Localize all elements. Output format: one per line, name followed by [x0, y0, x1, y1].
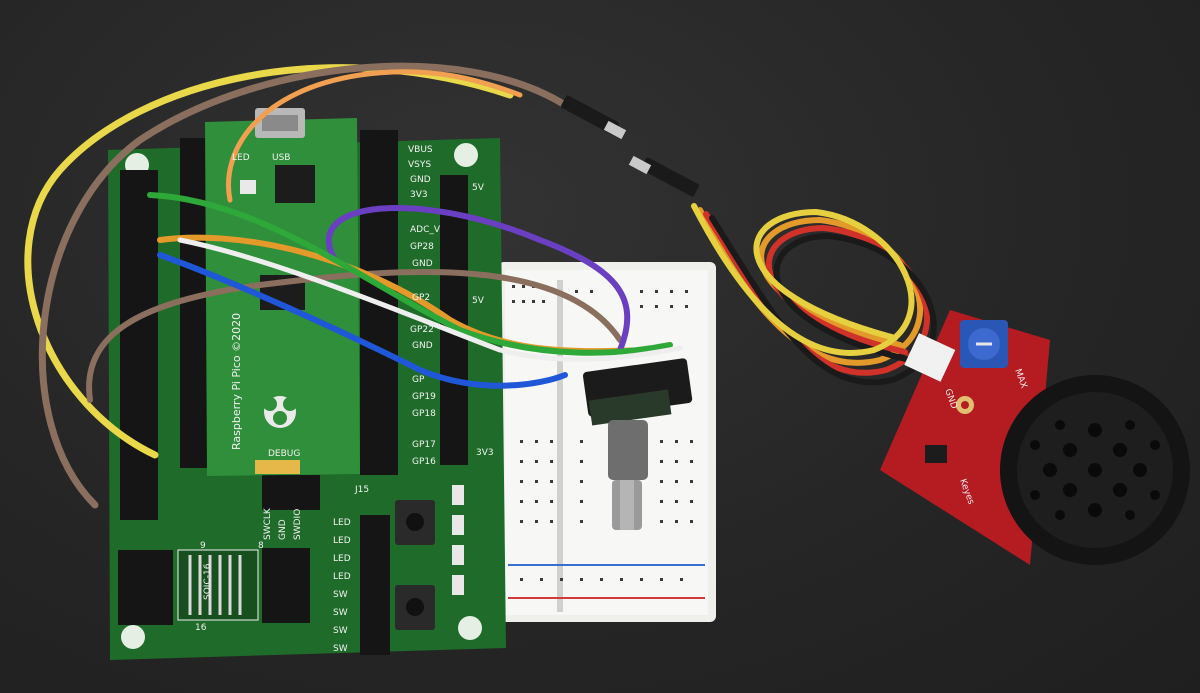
silk-gp28: GP28 — [410, 242, 434, 252]
silk-adc: ADC_V — [410, 225, 441, 235]
silk-gp22: GP22 — [410, 325, 434, 335]
board-silkscreen: VBUS VSYS GND 3V3 5V 5V 3V3 ADC_V GP28 G… — [195, 145, 494, 654]
silk-gp: GP — [412, 375, 425, 385]
left-header — [120, 170, 158, 520]
purple-wire — [325, 205, 631, 353]
silk-swclk: SWCLK — [263, 507, 273, 540]
silk-sw-1: SW — [333, 590, 348, 600]
silk-gp2: GP2 — [412, 293, 430, 303]
silk-gnd-3: GND — [412, 341, 433, 351]
mount-hole-bl — [121, 625, 145, 649]
silk-gp16: GP16 — [412, 457, 436, 467]
orange-wire-top — [226, 69, 523, 203]
jst-connector — [904, 333, 956, 382]
silk-gnd-debug: GND — [278, 519, 288, 540]
silk-3v3: 3V3 — [410, 190, 428, 200]
chip — [275, 165, 315, 203]
jumper-wires — [24, 62, 683, 509]
silk-vbus: VBUS — [408, 145, 433, 155]
mount-hole-tr — [454, 143, 478, 167]
speaker-module — [880, 310, 1190, 565]
pico-debug-label: DEBUG — [268, 449, 300, 459]
silk-5v-mid: 5V — [472, 296, 485, 306]
brown-wire — [38, 62, 569, 509]
silk-led-4: LED — [333, 572, 351, 582]
silk-gnd-1: GND — [410, 175, 431, 185]
silk-5v-top: 5V — [472, 183, 485, 193]
silk-led-1: LED — [333, 518, 351, 528]
silk-led-2: LED — [333, 536, 351, 546]
silk-swdio: SWDIO — [293, 509, 303, 540]
green-wire — [147, 192, 673, 356]
silk-pin9: 9 — [200, 541, 206, 551]
silk-gp18: GP18 — [412, 409, 436, 419]
pico-led-label: LED — [232, 153, 250, 163]
silk-gp17: GP17 — [412, 440, 436, 450]
pico-usb-label: USB — [272, 153, 290, 163]
silk-sw-3: SW — [333, 626, 348, 636]
silk-led-3: LED — [333, 554, 351, 564]
white-wire — [177, 237, 683, 362]
silk-sw-2: SW — [333, 608, 348, 618]
pico-silkscreen: LED USB Raspberry Pi Pico ©2020 DEBUG — [230, 153, 300, 459]
breadboard — [498, 262, 716, 622]
silk-gnd-2: GND — [412, 259, 433, 269]
silk-pin16: 16 — [195, 623, 207, 633]
pico-title: Raspberry Pi Pico ©2020 — [230, 313, 243, 450]
module-cable — [691, 203, 937, 386]
blue-wire — [157, 252, 568, 389]
silk-j15: J15 — [354, 485, 369, 495]
silk-soic: SOIC-16 — [203, 563, 213, 600]
rotary-encoder — [582, 358, 693, 530]
pico-board — [205, 108, 360, 476]
silk-pin8: 8 — [258, 541, 264, 551]
dupont-connectors — [560, 95, 700, 197]
silk-sw-4: SW — [333, 644, 348, 654]
silk-3v3-rail: 3V3 — [476, 448, 494, 458]
mount-hole-br — [458, 616, 482, 640]
silk-vsys: VSYS — [408, 160, 431, 170]
silk-gp19: GP19 — [412, 392, 436, 402]
